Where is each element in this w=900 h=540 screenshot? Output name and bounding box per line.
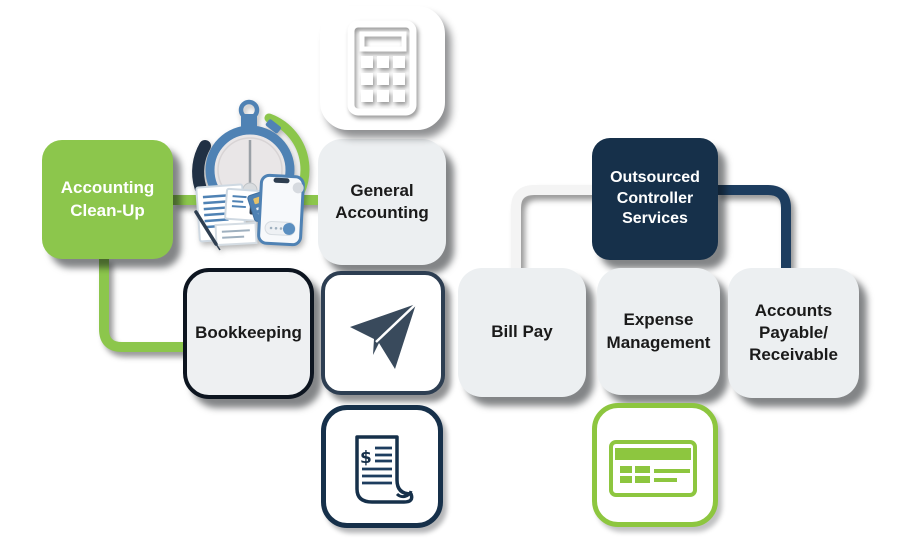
calculator-glyph: [347, 20, 417, 116]
node-accounting-clean-up: Accounting Clean-Up: [42, 140, 173, 259]
paper-plane-icon: [321, 271, 445, 395]
node-accounting-clean-up-label: Accounting Clean-Up: [60, 178, 155, 220]
node-bookkeeping: Bookkeeping: [183, 268, 314, 399]
node-accounts-payable-receivable: Accounts Payable/ Receivable: [728, 268, 859, 398]
node-bill-pay-label: Bill Pay: [491, 322, 553, 342]
node-outsourced-controller-services-label: Outsourced Controller Services: [610, 168, 700, 228]
node-outsourced-controller-services: Outsourced Controller Services: [592, 138, 718, 260]
node-accounts-payable-receivable-label: Accounts Payable/ Receivable: [749, 300, 838, 365]
node-expense-management-label: Expense Management: [606, 310, 711, 352]
receipt-glyph: $: [355, 435, 414, 504]
node-general-accounting-label: General Accounting: [335, 180, 429, 222]
node-bookkeeping-label: Bookkeeping: [195, 323, 302, 343]
calculator-icon: [320, 6, 445, 130]
receipt-dollar-symbol: $: [360, 448, 372, 468]
node-bill-pay: Bill Pay: [458, 268, 586, 397]
paper-plane-glyph: [350, 303, 417, 369]
check-glyph: [609, 440, 697, 497]
node-general-accounting: General Accounting: [318, 139, 446, 265]
receipt-icon: $: [321, 405, 443, 528]
node-expense-management: Expense Management: [597, 268, 720, 395]
check-icon: [592, 403, 718, 527]
